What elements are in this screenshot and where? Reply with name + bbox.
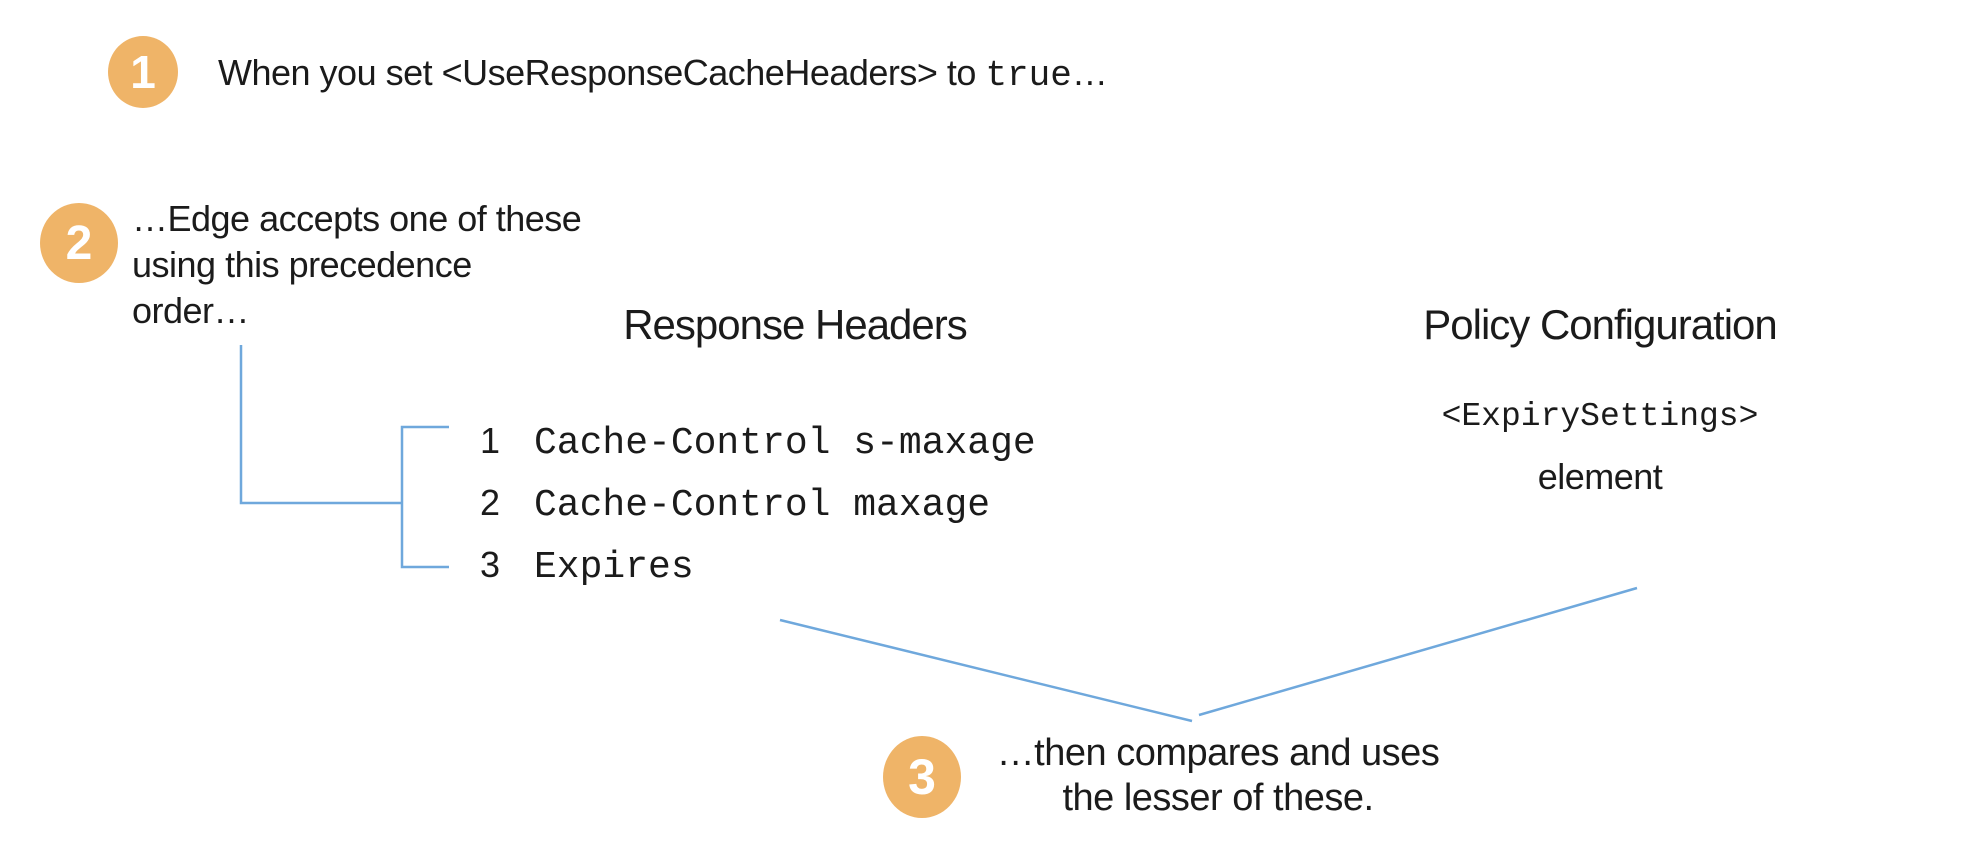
response-headers-title: Response Headers <box>623 301 968 348</box>
list-bracket <box>400 425 449 569</box>
step-2-number: 2 <box>65 216 93 270</box>
policy-configuration-title: Policy Configuration <box>1423 301 1778 348</box>
response-headers-precedence-list: 1 Cache-Control s-maxage 2 Cache-Control… <box>480 420 1036 606</box>
list-item-rank: 3 <box>480 544 501 585</box>
step-1-text-after-code: … <box>1071 52 1108 93</box>
list-item-rank: 2 <box>480 482 501 523</box>
step-2-badge: 2 <box>40 203 118 283</box>
step-2-line-3: order… <box>132 290 250 331</box>
step-2-line-2: using this precedence <box>132 244 472 285</box>
step-3-line-1: …then compares and uses <box>996 732 1440 774</box>
compare-left-line <box>779 618 1193 723</box>
list-item: 3 Expires <box>480 544 1036 606</box>
step-3-line-2: the lesser of these. <box>1062 777 1374 819</box>
step-3-badge: 3 <box>883 736 961 818</box>
expiry-settings-element-label: element <box>1537 456 1663 497</box>
list-item-rank: 1 <box>480 420 501 461</box>
step-1-code: true <box>985 55 1072 96</box>
list-item-code: Cache-Control maxage <box>534 484 991 527</box>
step-2-line-1: …Edge accepts one of these <box>132 198 582 239</box>
step-3-text: …then compares and uses the lesser of th… <box>968 731 1468 821</box>
expiry-settings-code: <ExpirySettings> <box>1441 398 1759 435</box>
list-item-code: Cache-Control s-maxage <box>534 422 1036 465</box>
step-3-number: 3 <box>908 749 936 805</box>
list-item: 1 Cache-Control s-maxage <box>480 420 1036 482</box>
step-2-text: …Edge accepts one of these using this pr… <box>132 196 582 334</box>
step-1-text-before-code: When you set <UseResponseCacheHeaders> t… <box>218 52 986 93</box>
list-item-code: Expires <box>534 546 694 589</box>
step-1-number: 1 <box>130 46 156 98</box>
precedence-elbow-line <box>239 345 402 505</box>
list-item: 2 Cache-Control maxage <box>480 482 1036 544</box>
compare-right-line <box>1198 586 1638 717</box>
step-1-badge: 1 <box>108 36 178 108</box>
step-1-text: When you set <UseResponseCacheHeaders> t… <box>218 50 1108 99</box>
